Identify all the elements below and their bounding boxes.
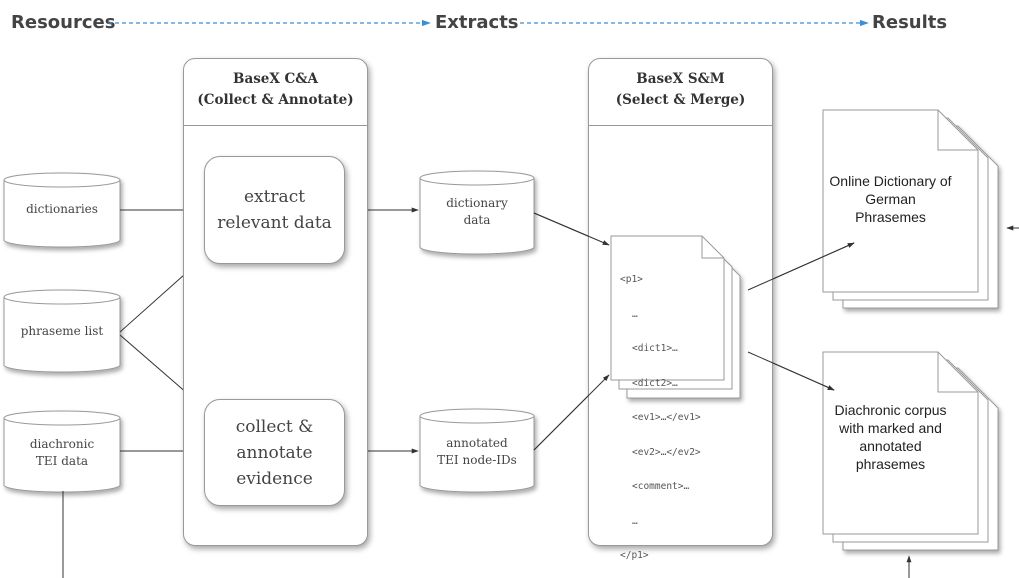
dictionary-data-label: dictionary data bbox=[420, 195, 534, 229]
dictionaries-label: dictionaries bbox=[4, 201, 120, 218]
process-line: extract bbox=[243, 187, 306, 207]
corpus-result-doc-icon bbox=[822, 351, 999, 551]
label-line: diachronic bbox=[29, 437, 95, 451]
label-line: TEI node-IDs bbox=[437, 453, 517, 467]
tei-db-icon bbox=[3, 410, 121, 493]
tei-data-label: diachronic TEI data bbox=[4, 436, 120, 470]
label-line: annotated bbox=[446, 436, 508, 450]
panel-title-name: BaseX S&M bbox=[636, 71, 725, 87]
code-line: <p1> bbox=[620, 274, 643, 285]
code-line: </p1> bbox=[620, 550, 649, 561]
code-line: … bbox=[632, 515, 638, 527]
process-line: collect & bbox=[235, 416, 314, 437]
extracts-header: Extracts bbox=[435, 12, 519, 33]
process-line: relevant data bbox=[217, 213, 332, 233]
label-line: dictionary bbox=[446, 196, 508, 210]
dictionary-result-doc-icon bbox=[822, 109, 999, 309]
process-line: evidence bbox=[236, 468, 313, 489]
label-line: data bbox=[463, 213, 491, 227]
label-line: dictionaries bbox=[26, 202, 98, 216]
corpus-result-label: Diachronic corpus with marked and annota… bbox=[823, 401, 958, 473]
label-line: German bbox=[865, 191, 916, 207]
code-line: <ev2>…</ev2> bbox=[632, 446, 701, 458]
xml-snippet: <p1> … <dict1>… <dict2>… <ev1>…</ev1> <e… bbox=[620, 251, 701, 573]
resources-header: Resources bbox=[11, 12, 116, 33]
label-line: TEI data bbox=[35, 454, 89, 468]
label-line: Online Dictionary of bbox=[829, 173, 952, 189]
process-line: annotate bbox=[236, 442, 313, 463]
code-line: <dict2>… bbox=[632, 377, 678, 389]
code-line: <ev1>…</ev1> bbox=[632, 412, 701, 423]
panel-divider bbox=[184, 125, 367, 126]
code-line: … bbox=[632, 308, 638, 320]
panel-divider bbox=[589, 125, 772, 126]
select-merge-panel-title: BaseX S&M (Select & Merge) bbox=[589, 69, 772, 111]
label-line: Phrasemes bbox=[855, 209, 926, 225]
phraseme-list-label: phraseme list bbox=[4, 323, 120, 340]
annotated-ids-db-icon bbox=[419, 408, 535, 493]
dictionary-result-label: Online Dictionary of German Phrasemes bbox=[823, 172, 958, 226]
label-line: annotated bbox=[859, 438, 922, 454]
extract-process-box: extract relevant data bbox=[204, 156, 345, 264]
label-line: with marked and bbox=[839, 420, 942, 436]
panel-title-subtitle: (Select & Merge) bbox=[615, 92, 746, 108]
dictionaries-db-icon bbox=[3, 172, 121, 248]
collect-annotate-panel-title: BaseX C&A (Collect & Annotate) bbox=[184, 69, 367, 111]
label-line: phrasemes bbox=[855, 456, 926, 472]
label-line: phraseme list bbox=[20, 324, 104, 338]
panel-title-name: BaseX C&A bbox=[233, 71, 318, 87]
label-line: Diachronic corpus bbox=[834, 402, 947, 418]
code-line: <comment>… bbox=[632, 481, 690, 492]
code-line: <dict1>… bbox=[632, 343, 678, 354]
phraseme-list-db-icon bbox=[3, 289, 121, 373]
dictionary-data-db-icon bbox=[419, 170, 535, 255]
panel-title-subtitle: (Collect & Annotate) bbox=[197, 92, 354, 108]
annotated-ids-label: annotated TEI node-IDs bbox=[420, 435, 534, 469]
results-header: Results bbox=[872, 12, 948, 33]
collect-process-box: collect & annotate evidence bbox=[204, 399, 345, 506]
